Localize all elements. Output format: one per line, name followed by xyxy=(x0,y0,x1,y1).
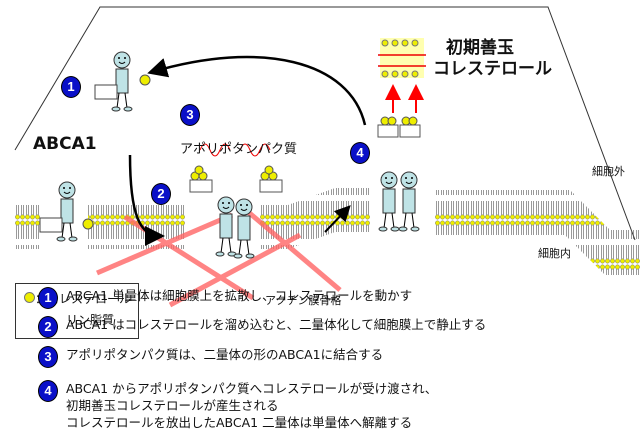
hdl-label-1: 初期善玉 xyxy=(446,38,514,58)
cholesterol-icon xyxy=(139,74,151,86)
hdl-label-2: コレステロール xyxy=(433,59,552,79)
dimerize-arrow xyxy=(128,154,165,246)
abca1-dimer-release-left xyxy=(378,171,400,232)
basket-icon xyxy=(94,84,118,100)
abca1-dimer-release-right xyxy=(398,171,420,232)
abca1-label: ABCA1 xyxy=(33,134,97,154)
badge-1: 1 xyxy=(61,76,81,98)
apolipoprotein-label: アポリポタンパク質 xyxy=(180,142,298,157)
actin-label: アクチン膜骨格 xyxy=(265,294,342,307)
abca1-dimer-left xyxy=(215,196,237,257)
cell-outline xyxy=(14,6,636,241)
extracellular-label: 細胞外 xyxy=(592,165,625,178)
cholesterol-basket-right xyxy=(259,165,283,193)
badge-3: 3 xyxy=(180,104,200,126)
intracellular-label: 細胞内 xyxy=(538,247,571,260)
apolipoprotein-coil xyxy=(199,143,271,157)
move-arrow xyxy=(324,205,351,233)
membrane xyxy=(15,188,640,275)
badge-2: 2 xyxy=(151,183,171,205)
hdl-particle-icon xyxy=(378,38,426,78)
cholesterol-basket-left xyxy=(189,165,213,193)
cholesterol-icon xyxy=(24,292,35,303)
basket-icon xyxy=(39,217,63,233)
abca1-monomer-top xyxy=(111,51,133,112)
legend-phospholipid: リン脂質 xyxy=(66,313,115,327)
legend-cholesterol: ：コレステロール xyxy=(24,290,131,307)
return-arrow xyxy=(147,55,367,126)
legend: ：コレステロール リン脂質 xyxy=(15,283,139,339)
raised-baskets xyxy=(377,116,421,138)
badge-4: 4 xyxy=(350,142,370,164)
abca1-dimer-right xyxy=(233,198,255,259)
